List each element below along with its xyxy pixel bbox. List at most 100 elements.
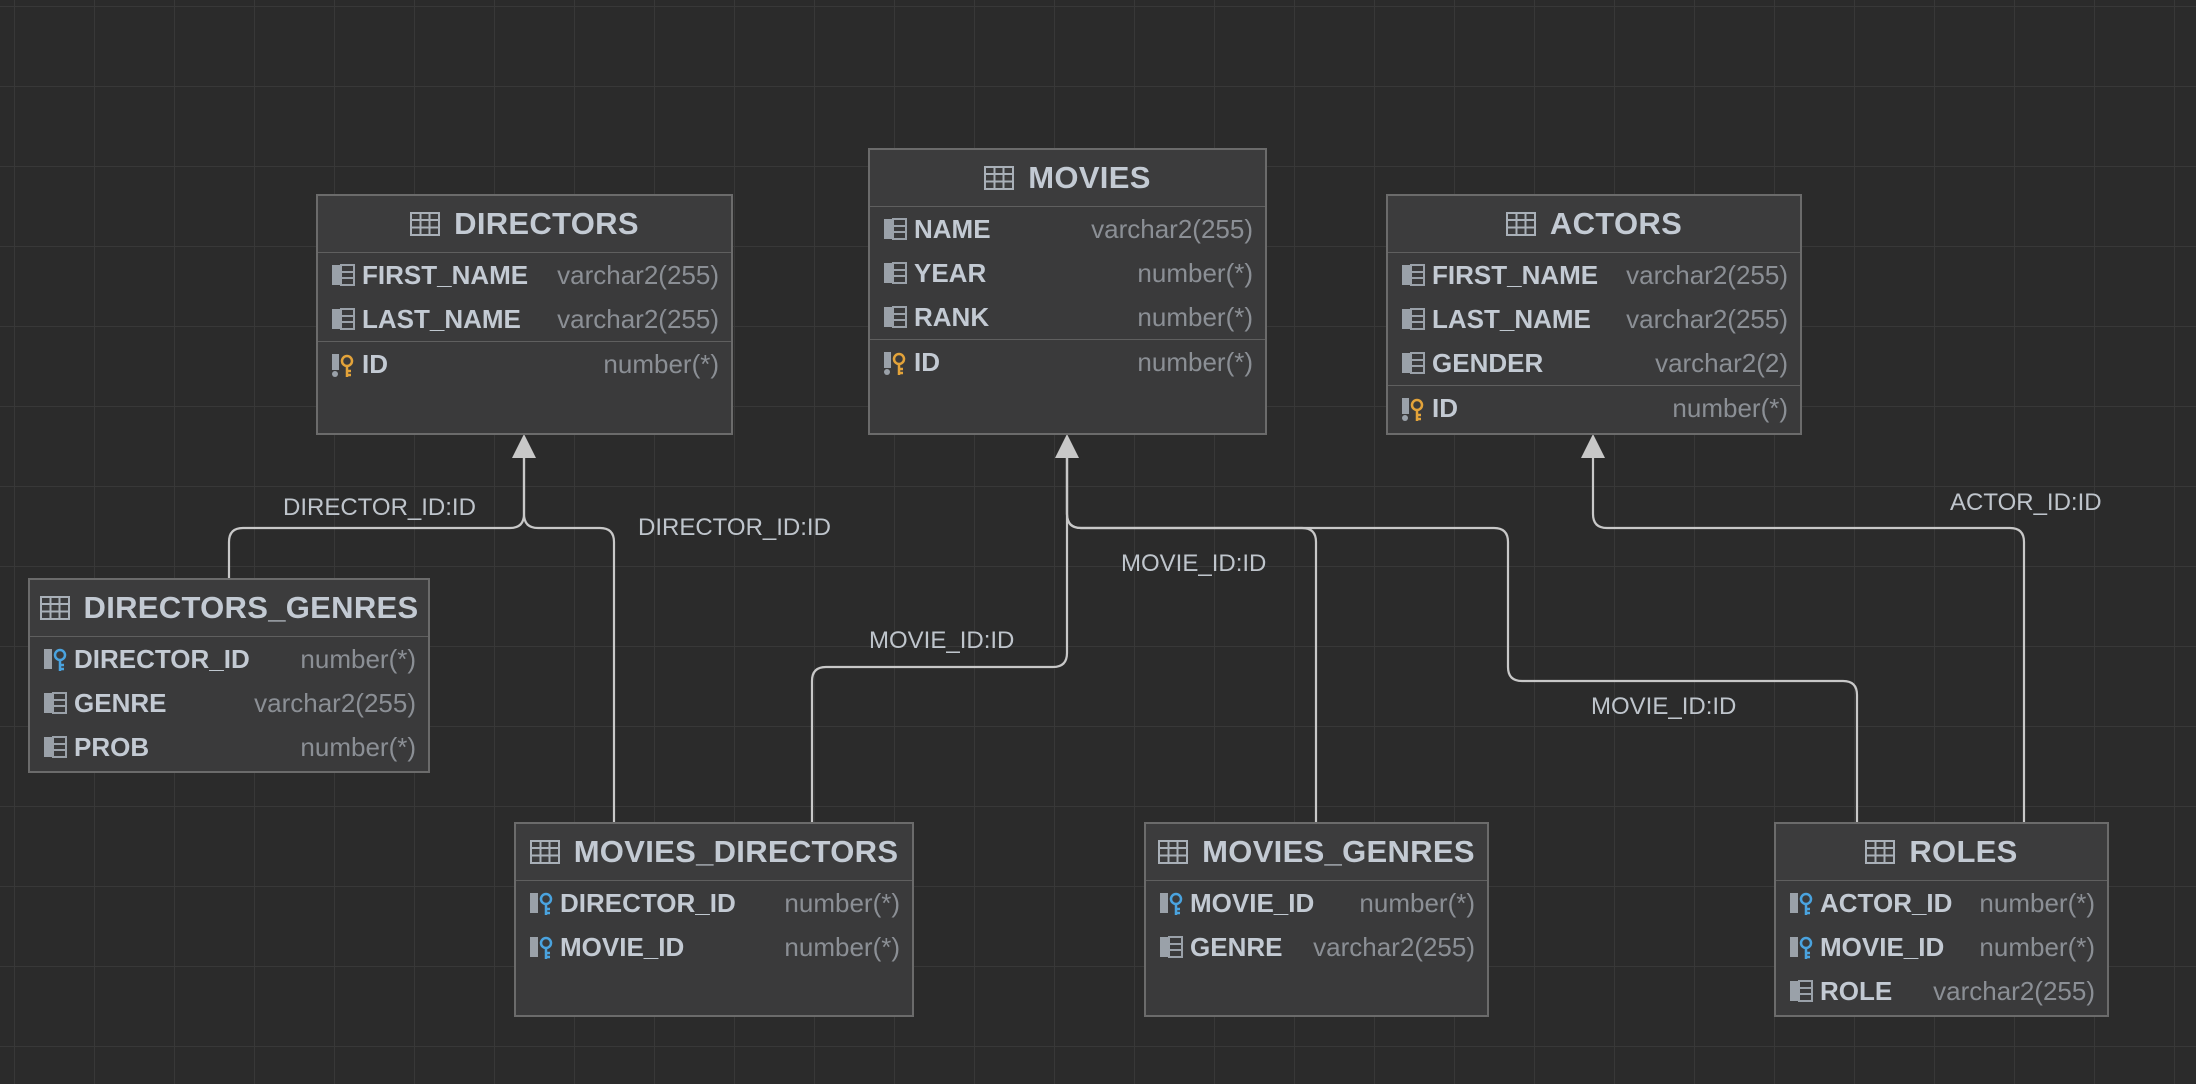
column-type: varchar2(255) <box>1091 213 1253 244</box>
column-row[interactable]: MOVIE_ID number(*) <box>1146 881 1487 925</box>
column-type: number(*) <box>1137 301 1253 332</box>
column-icon <box>332 264 355 286</box>
entity-title: ACTORS <box>1549 206 1683 241</box>
column-name: LAST_NAME <box>1432 303 1591 334</box>
column-row[interactable]: FIRST_NAME varchar2(255) <box>1388 253 1800 297</box>
column-row[interactable]: NAME varchar2(255) <box>870 207 1265 251</box>
column-name: LAST_NAME <box>362 303 521 334</box>
column-type: varchar2(2) <box>1655 347 1788 378</box>
arrow-head-directors <box>512 434 536 458</box>
edge-label: ACTOR_ID:ID <box>1950 489 2102 516</box>
column-icon <box>1790 980 1813 1002</box>
column-type: number(*) <box>1979 887 2095 918</box>
column-type: number(*) <box>784 931 900 962</box>
entity-directors[interactable]: DIRECTORS FIRST_NAME varchar2(255) LAST_… <box>316 194 733 435</box>
column-name: GENRE <box>74 687 167 718</box>
primary-key-row[interactable]: ID number(*) <box>1388 385 1800 431</box>
column-name: ACTOR_ID <box>1820 887 1953 918</box>
edge-movies-genres-to-movies <box>1065 455 1318 822</box>
column-row[interactable]: LAST_NAME varchar2(255) <box>1388 297 1800 341</box>
column-name: YEAR <box>914 257 987 288</box>
primary-key-icon <box>332 353 354 377</box>
entity-actors[interactable]: ACTORS FIRST_NAME varchar2(255) LAST_NAM… <box>1386 194 1802 435</box>
entity-movies-directors[interactable]: MOVIES_DIRECTORS DIRECTOR_ID number(*) M… <box>514 822 914 1017</box>
column-name: GENDER <box>1432 347 1544 378</box>
column-name: NAME <box>914 213 991 244</box>
column-row[interactable]: LAST_NAME varchar2(255) <box>318 297 731 341</box>
table-icon <box>1158 840 1189 864</box>
entity-movies-genres[interactable]: MOVIES_GENRES MOVIE_ID number(*) GENRE v… <box>1144 822 1489 1017</box>
column-type: number(*) <box>784 887 900 918</box>
entity-title: DIRECTORS <box>454 206 639 241</box>
column-icon <box>44 692 67 714</box>
column-name: DIRECTOR_ID <box>74 643 250 674</box>
primary-key-icon <box>884 351 906 375</box>
column-type: number(*) <box>1979 931 2095 962</box>
entity-title: MOVIES_GENRES <box>1202 834 1475 869</box>
entity-roles[interactable]: ROLES ACTOR_ID number(*) MOVIE_ID number… <box>1774 822 2109 1017</box>
column-type: varchar2(255) <box>1626 303 1788 334</box>
column-name: ID <box>362 349 388 379</box>
column-icon <box>1402 308 1425 330</box>
column-name: RANK <box>914 301 990 332</box>
entity-title: DIRECTORS_GENRES <box>83 590 419 625</box>
primary-key-icon <box>1402 397 1424 421</box>
foreign-key-icon <box>530 892 553 915</box>
entity-header: ROLES <box>1776 824 2107 881</box>
edge-directors-genres-to-directors <box>227 455 526 578</box>
entity-header: MOVIES_DIRECTORS <box>516 824 912 881</box>
column-icon <box>1402 352 1425 374</box>
column-row[interactable]: GENRE varchar2(255) <box>1146 925 1487 969</box>
column-row[interactable]: ROLE varchar2(255) <box>1776 969 2107 1013</box>
foreign-key-icon <box>1160 892 1183 915</box>
column-type: varchar2(255) <box>557 259 719 290</box>
column-name: ROLE <box>1820 975 1893 1006</box>
edge-movies-directors-to-directors <box>522 455 616 822</box>
primary-key-row[interactable]: ID number(*) <box>870 339 1265 385</box>
column-row[interactable]: DIRECTOR_ID number(*) <box>30 637 428 681</box>
column-name: ID <box>914 347 940 377</box>
column-row[interactable]: GENRE varchar2(255) <box>30 681 428 725</box>
column-row[interactable]: FIRST_NAME varchar2(255) <box>318 253 731 297</box>
column-icon <box>1402 264 1425 286</box>
table-icon <box>529 840 560 864</box>
column-row[interactable]: YEAR number(*) <box>870 251 1265 295</box>
column-type: number(*) <box>603 349 719 379</box>
column-name: GENRE <box>1190 931 1283 962</box>
entity-title: ROLES <box>1909 834 2018 869</box>
column-name: PROB <box>74 731 150 762</box>
primary-key-row[interactable]: ID number(*) <box>318 341 731 387</box>
column-row[interactable]: DIRECTOR_ID number(*) <box>516 881 912 925</box>
entity-movies[interactable]: MOVIES NAME varchar2(255) YEAR number(*)… <box>868 148 1267 435</box>
column-name: FIRST_NAME <box>362 259 529 290</box>
table-icon <box>410 212 441 236</box>
column-icon <box>1160 936 1183 958</box>
column-row[interactable]: MOVIE_ID number(*) <box>516 925 912 969</box>
table-icon <box>1865 840 1896 864</box>
column-icon <box>884 262 907 284</box>
column-row[interactable]: RANK number(*) <box>870 295 1265 339</box>
edge-movies-directors-to-movies <box>810 455 1069 822</box>
column-type: number(*) <box>1137 257 1253 288</box>
entity-directors-genres[interactable]: DIRECTORS_GENRES DIRECTOR_ID number(*) G… <box>28 578 430 773</box>
column-type: number(*) <box>1137 347 1253 377</box>
column-type: varchar2(255) <box>557 303 719 334</box>
column-row[interactable]: GENDER varchar2(2) <box>1388 341 1800 385</box>
arrow-head-movies <box>1055 434 1079 458</box>
column-row[interactable]: ACTOR_ID number(*) <box>1776 881 2107 925</box>
column-row[interactable]: MOVIE_ID number(*) <box>1776 925 2107 969</box>
entity-header: DIRECTORS <box>318 196 731 253</box>
column-name: MOVIE_ID <box>1820 931 1945 962</box>
table-icon <box>984 166 1015 190</box>
edge-label: DIRECTOR_ID:ID <box>283 494 476 521</box>
column-type: number(*) <box>1359 887 1475 918</box>
column-row[interactable]: PROB number(*) <box>30 725 428 769</box>
edge-label: DIRECTOR_ID:ID <box>638 514 831 541</box>
column-type: number(*) <box>300 643 416 674</box>
arrow-head-actors <box>1581 434 1605 458</box>
column-icon <box>884 306 907 328</box>
column-type: varchar2(255) <box>1313 931 1475 962</box>
foreign-key-icon <box>44 648 67 671</box>
entity-title: MOVIES_DIRECTORS <box>573 834 899 869</box>
entity-header: MOVIES <box>870 150 1265 207</box>
